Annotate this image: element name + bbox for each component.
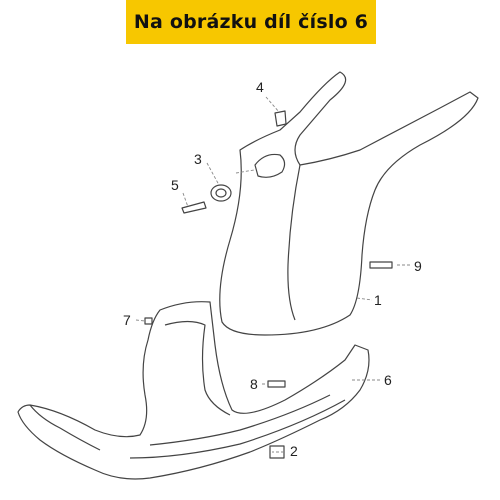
callout-label-9: 9 bbox=[414, 258, 422, 274]
footrest-edge bbox=[29, 404, 101, 451]
callout-label-1: 1 bbox=[374, 292, 382, 308]
banner-title: Na obrázku díl číslo 6 bbox=[133, 11, 369, 33]
title-banner: Na obrázku díl číslo 6 bbox=[126, 0, 376, 44]
callout-label-8: 8 bbox=[250, 376, 258, 392]
callout-label-2: 2 bbox=[290, 443, 298, 459]
opening-outline bbox=[254, 153, 286, 178]
callout-label-5: 5 bbox=[171, 177, 179, 193]
callout-label-7: 7 bbox=[123, 312, 131, 328]
leg-shield-part bbox=[219, 71, 479, 336]
screw-part-8 bbox=[267, 380, 286, 388]
clip-part-7 bbox=[144, 317, 153, 325]
shield-inner-line bbox=[287, 164, 301, 321]
clip-part-4 bbox=[274, 110, 287, 127]
floorboard-rib bbox=[149, 394, 331, 446]
floorboard-rib-2 bbox=[129, 399, 346, 459]
floorboard-part bbox=[17, 301, 370, 480]
grommet-part bbox=[210, 184, 232, 202]
callout-label-4: 4 bbox=[256, 79, 264, 95]
floorboard-inner bbox=[164, 320, 231, 416]
screw-part-9 bbox=[369, 261, 393, 269]
screw-part-5 bbox=[181, 201, 207, 214]
callout-label-3: 3 bbox=[194, 151, 202, 167]
callout-label-6: 6 bbox=[384, 372, 392, 388]
